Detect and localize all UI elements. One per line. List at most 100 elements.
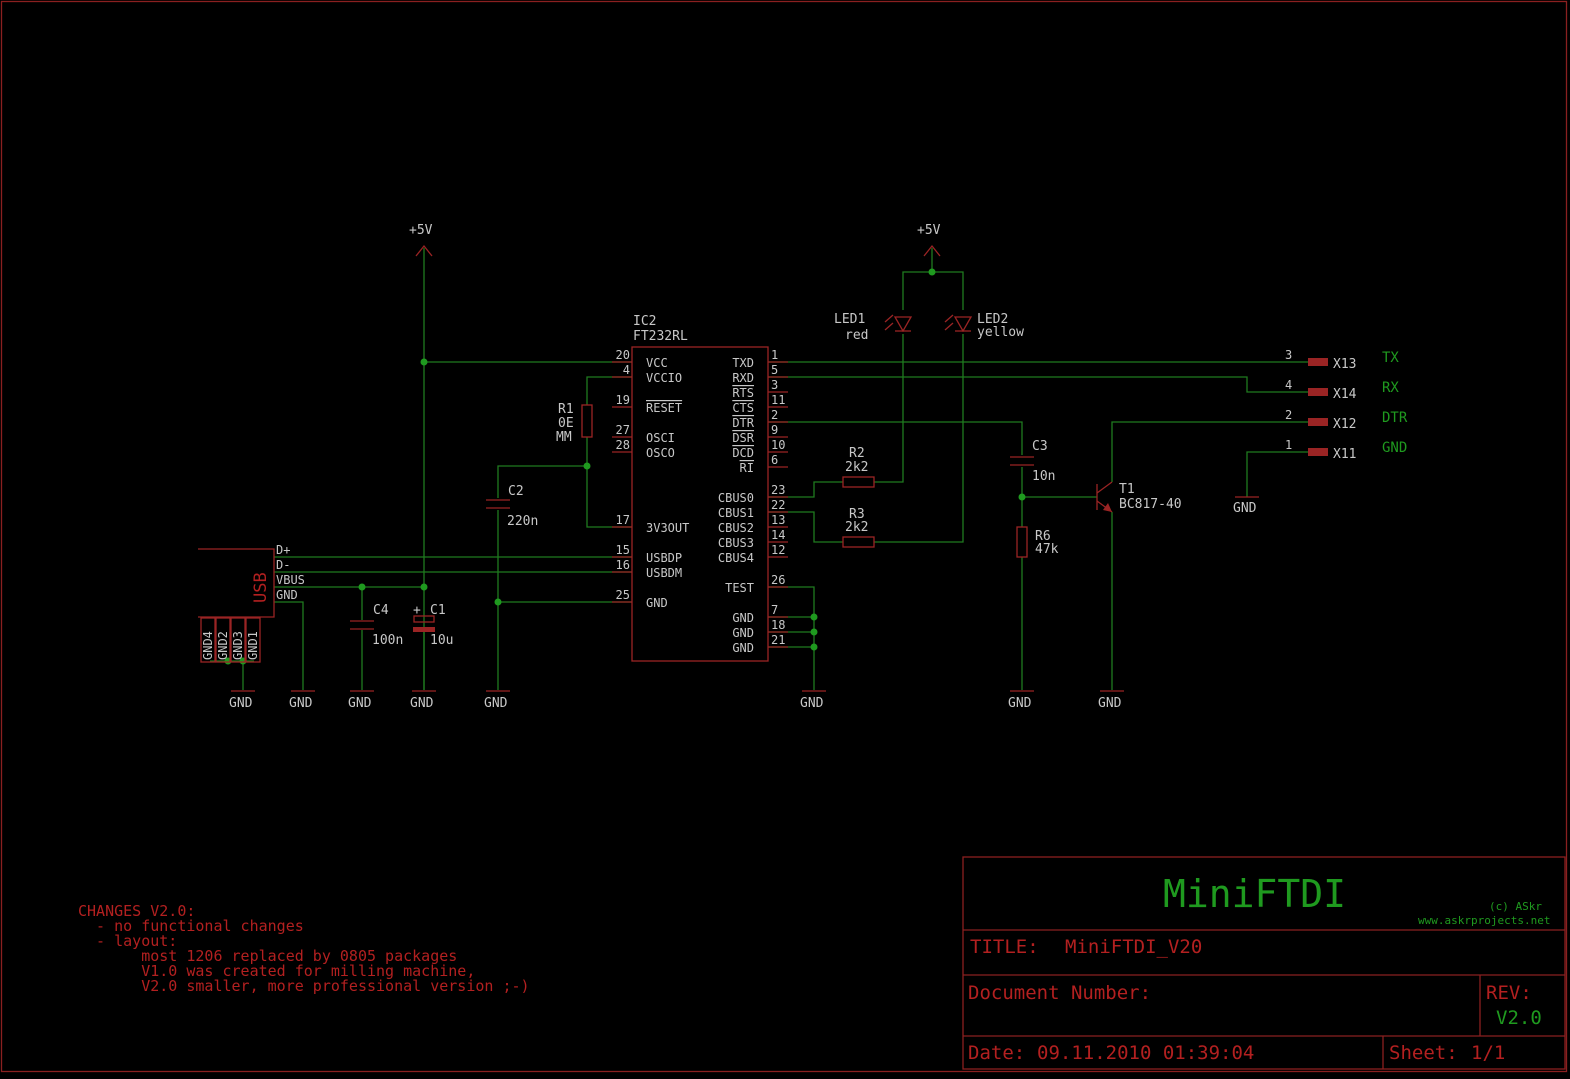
ic-pin-ri: 6RI: [740, 453, 788, 475]
capacitor-c4: C4 100n: [350, 603, 403, 648]
pin-name: CBUS1: [718, 506, 754, 520]
copyright: (c) ASkr: [1489, 900, 1542, 913]
pin-number: 27: [616, 423, 630, 437]
pin-name: TEST: [725, 581, 754, 595]
svg-text:2k2: 2k2: [845, 460, 868, 475]
pin-name: GND: [732, 641, 754, 655]
supply-5v-led: +5V: [917, 223, 941, 257]
svg-text:R6: R6: [1035, 529, 1051, 544]
changes-line: V1.0 was created for milling machine,: [78, 962, 475, 980]
svg-text:T1: T1: [1119, 482, 1135, 497]
svg-text:GND: GND: [800, 696, 824, 711]
connector-ref: X13: [1333, 357, 1356, 372]
pin-name: RESET: [646, 401, 682, 415]
pin-number: 2: [771, 408, 778, 422]
pin-number: 19: [616, 393, 630, 407]
supply-5v-main: +5V: [409, 223, 433, 257]
svg-text:2k2: 2k2: [845, 520, 868, 535]
changes-line: - no functional changes: [78, 917, 304, 935]
svg-text:C2: C2: [508, 484, 524, 499]
svg-text:+5V: +5V: [409, 223, 433, 238]
pin-number: 23: [771, 483, 785, 497]
svg-text:GND3: GND3: [231, 631, 245, 660]
svg-text:R3: R3: [849, 507, 865, 522]
pin-name: OSCI: [646, 431, 675, 445]
svg-text:GND1: GND1: [246, 631, 260, 660]
pin-name: 3V3OUT: [646, 521, 689, 535]
svg-text:MM: MM: [556, 430, 572, 445]
pin-number: 21: [771, 633, 785, 647]
svg-text:D-: D-: [276, 558, 290, 572]
pin-name: GND: [732, 626, 754, 640]
gnd-symbol: GND: [484, 690, 510, 711]
pin-number: 15: [616, 543, 630, 557]
pin-name: RI: [740, 461, 754, 475]
title-block: MiniFTDI (c) ASkr www.askrprojects.net T…: [962, 856, 1566, 1070]
connector-pin: 4: [1285, 378, 1292, 392]
connector-pin: 3: [1285, 348, 1292, 362]
svg-text:GND: GND: [1008, 696, 1032, 711]
resistor-r1: R1 0E MM: [556, 402, 593, 445]
net-label: TX: [1382, 350, 1399, 366]
pin-number: 28: [616, 438, 630, 452]
led-led1: LED1 red: [834, 312, 913, 343]
changes-line: V2.0 smaller, more professional version …: [78, 977, 530, 995]
pin-number: 3: [771, 378, 778, 392]
pin-number: 4: [623, 363, 630, 377]
changes-note: CHANGES V2.0: - no functional changes - …: [78, 902, 530, 995]
svg-text:GND4: GND4: [201, 631, 215, 660]
svg-text:C3: C3: [1032, 439, 1048, 454]
svg-text:0E: 0E: [558, 416, 574, 431]
svg-text:GND: GND: [289, 696, 313, 711]
svg-text:FT232RL: FT232RL: [633, 329, 688, 344]
pin-name: USBDM: [646, 566, 682, 580]
pin-number: 1: [771, 348, 778, 362]
date-value: 09.11.2010 01:39:04: [1037, 1042, 1254, 1064]
gnd-symbol: GND: [348, 690, 374, 711]
wires: [210, 248, 1308, 690]
net-label: GND: [1382, 440, 1407, 456]
pin-name: USBDP: [646, 551, 682, 565]
connector-ref: X12: [1333, 417, 1356, 432]
svg-text:R2: R2: [849, 446, 865, 461]
sheet-value: 1/1: [1471, 1042, 1505, 1064]
pin-number: 20: [616, 348, 630, 362]
connector-ref: X11: [1333, 447, 1356, 462]
pin-number: 18: [771, 618, 785, 632]
net-label: DTR: [1382, 410, 1408, 426]
usb-connector: USB D+ D- VBUS GND GND4 GND2 GND3 GND1: [198, 543, 305, 663]
pin-number: 25: [616, 588, 630, 602]
pin-name: GND: [732, 611, 754, 625]
svg-text:C4: C4: [373, 603, 389, 618]
pin-number: 10: [771, 438, 785, 452]
svg-text:yellow: yellow: [977, 325, 1024, 340]
transistor-t1: T1 BC817-40: [1096, 481, 1182, 513]
svg-text:GND: GND: [1098, 696, 1122, 711]
usb-label: USB: [251, 572, 271, 603]
resistor-r6: R6 47k: [1016, 526, 1059, 558]
pin-name: RXD: [732, 371, 754, 385]
docnum-label: Document Number:: [968, 982, 1151, 1004]
sheet-label: Sheet:: [1389, 1042, 1458, 1064]
